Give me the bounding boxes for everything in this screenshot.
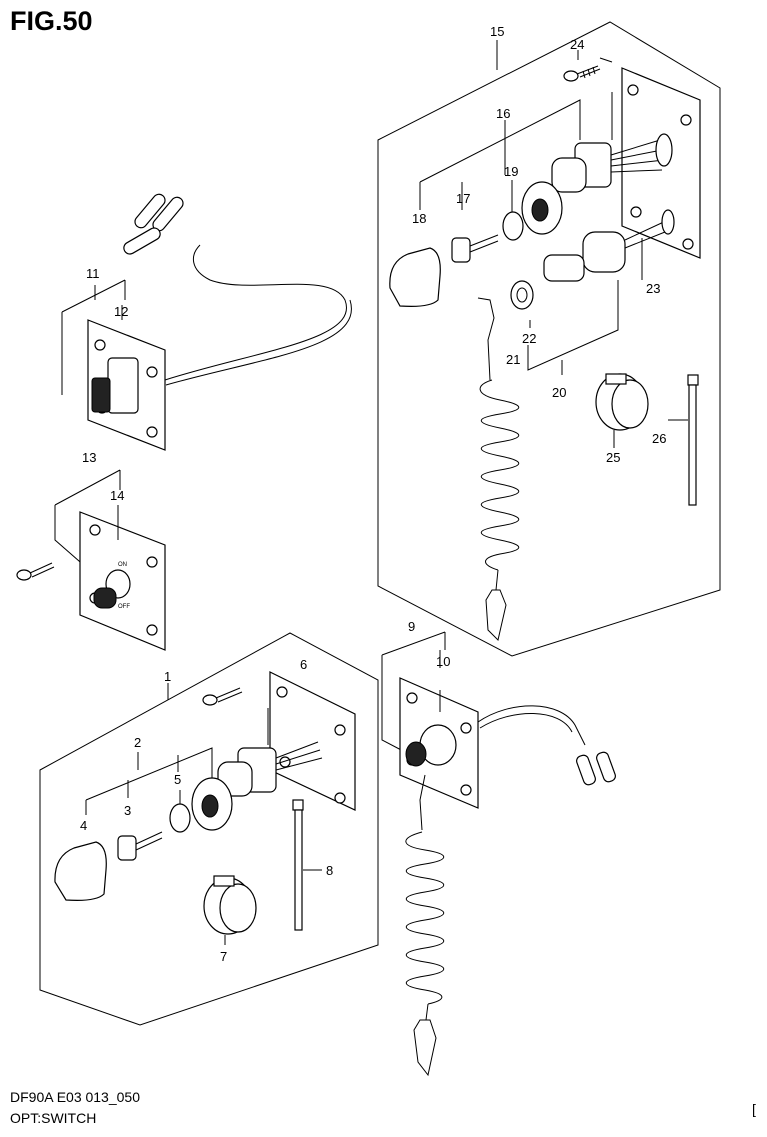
screw-1 (202, 687, 243, 706)
figure-name: OPT:SWITCH (10, 1110, 97, 1126)
callout-22: 22 (522, 331, 536, 346)
callout-12: 12 (114, 304, 128, 319)
figure-title: FIG.50 (10, 6, 93, 36)
callout-14: 14 (110, 488, 124, 503)
cable-tie-8 (292, 799, 304, 931)
cable-tie-26 (687, 374, 699, 506)
callout-8: 8 (326, 863, 333, 878)
panel-group-15 (377, 21, 721, 657)
callout-20: 20 (552, 385, 566, 400)
callout-19: 19 (504, 164, 518, 179)
callout-3: 3 (124, 803, 131, 818)
corner-mark: [ (752, 1101, 756, 1117)
callout-9: 9 (408, 619, 415, 634)
callout-17: 17 (456, 191, 470, 206)
lanyard-21 (477, 297, 520, 641)
screw-13 (16, 562, 55, 581)
key-switch-2 (191, 741, 323, 831)
key-3 (117, 831, 163, 861)
callout-13: 13 (82, 450, 96, 465)
callout-5: 5 (174, 772, 181, 787)
callout-labels: 15 24 16 19 17 18 23 22 21 20 26 25 11 1… (80, 24, 666, 964)
callout-25: 25 (606, 450, 620, 465)
key-17 (451, 234, 499, 263)
cover-18 (389, 247, 441, 307)
cap-19 (502, 211, 524, 241)
callout-23: 23 (646, 281, 660, 296)
nut-22 (510, 280, 534, 310)
lock-plate-7 (203, 875, 257, 935)
cap-5 (169, 803, 191, 833)
off-marking: OFF (118, 604, 130, 610)
cover-4 (54, 841, 107, 901)
key-switch-16 (521, 133, 673, 235)
callout-16: 16 (496, 106, 510, 121)
callout-1: 1 (164, 669, 171, 684)
callout-2: 2 (134, 735, 141, 750)
lanyard-switch-9 (381, 631, 616, 1077)
callout-7: 7 (220, 949, 227, 964)
on-marking: ON (118, 562, 127, 568)
knob-plate-13: ON OFF (16, 469, 166, 651)
callout-18: 18 (412, 211, 426, 226)
lock-plate-25 (595, 373, 649, 431)
callout-10: 10 (436, 654, 450, 669)
switch-23 (543, 209, 675, 282)
callout-11: 11 (86, 266, 100, 281)
callout-26: 26 (652, 431, 666, 446)
panel-group-1 (39, 632, 379, 1026)
callout-21: 21 (506, 352, 520, 367)
callout-15: 15 (490, 24, 504, 39)
switch-plate-11 (61, 193, 352, 451)
callout-6: 6 (300, 657, 307, 672)
callout-24: 24 (570, 37, 584, 52)
screw-24 (563, 65, 601, 82)
callout-4: 4 (80, 818, 87, 833)
figure-code: DF90A E03 013_050 (10, 1089, 140, 1105)
